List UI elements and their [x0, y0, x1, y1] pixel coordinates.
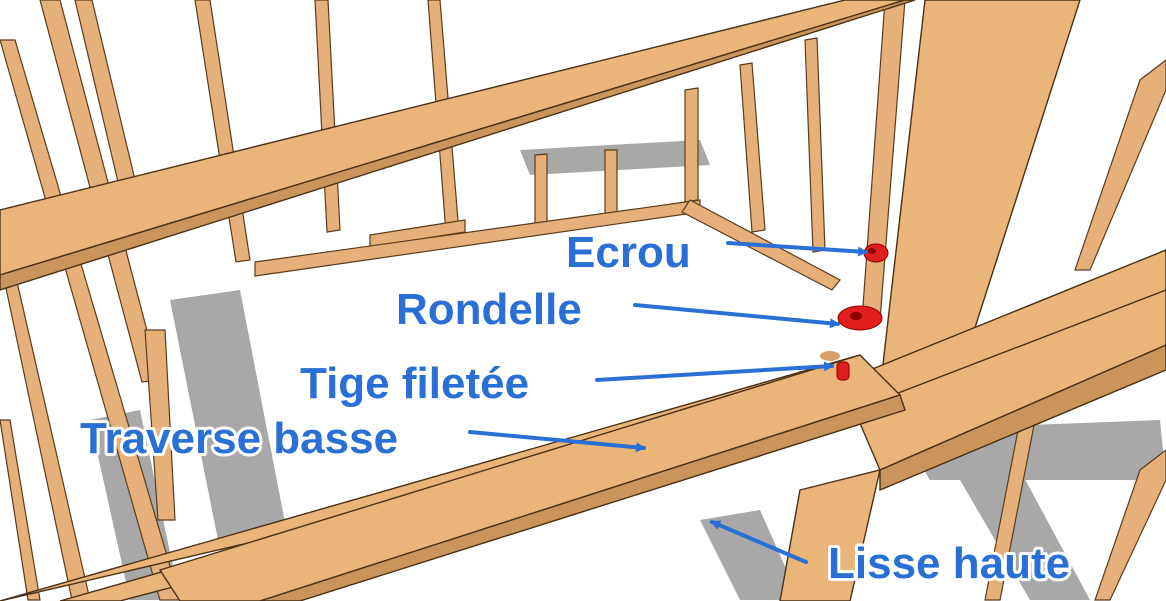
- label-traverse-basse: Traverse basse: [80, 414, 398, 463]
- arrow-ecrou: [726, 241, 868, 257]
- label-lisse-haute: Lisse haute: [828, 539, 1070, 588]
- right-wall-studs: [984, 59, 1166, 601]
- top-beam: [0, 0, 916, 291]
- left-wall-studs: [0, 0, 181, 601]
- label-tige-filetee: Tige filetée: [300, 359, 529, 408]
- traverse-basse-beam: [0, 249, 1166, 601]
- label-rondelle: Rondelle: [396, 285, 582, 334]
- label-ecrou: Ecrou: [566, 228, 691, 277]
- arrow-rondelle: [633, 303, 840, 329]
- arrow-tige: [595, 361, 834, 382]
- hardware: [820, 243, 889, 381]
- lower-post: [779, 469, 881, 601]
- callout-labels: Ecrou Rondelle Tige filetée Traverse bas…: [77, 225, 1073, 591]
- threaded-rod-icon: [820, 351, 850, 381]
- arrow-traverse: [468, 430, 646, 453]
- washer-icon: [837, 305, 883, 331]
- callout-arrows: [468, 241, 868, 564]
- arrow-lisse: [710, 520, 808, 564]
- nut-icon: [863, 243, 889, 263]
